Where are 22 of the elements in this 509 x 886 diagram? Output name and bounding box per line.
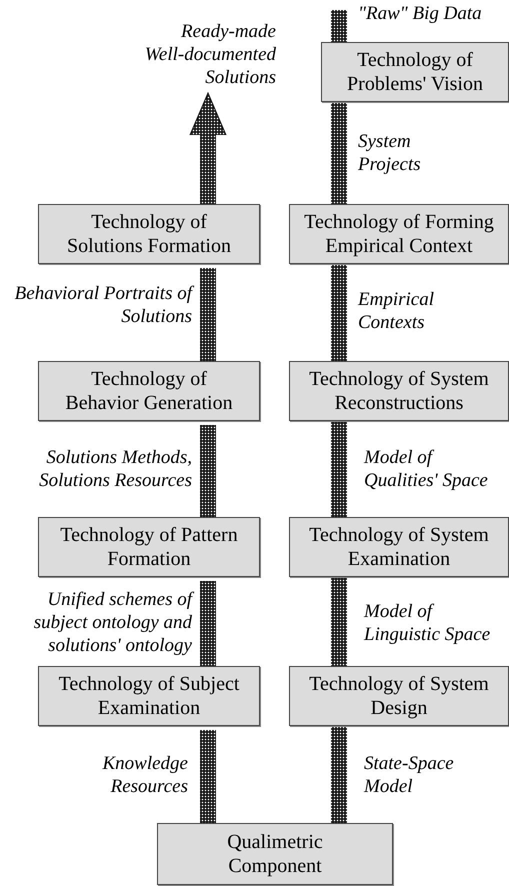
edge-label: Unified schemes of subject ontology and solutions' ontology [4, 588, 192, 657]
process-box: Technology of Problems' Vision [321, 42, 509, 102]
edge-label: Model of Qualities' Space [364, 446, 489, 492]
process-box: Technology of System Design [289, 666, 509, 726]
process-box: Technology of Subject Examination [38, 666, 260, 726]
process-box: Qualimetric Component [157, 823, 393, 885]
thick-dotted-arrow [190, 92, 226, 204]
edge-label: Solutions Methods, Solutions Resources [38, 446, 192, 492]
process-box: Technology of System Examination [289, 517, 509, 577]
edge-label: Behavioral Portraits of Solutions [8, 282, 192, 328]
process-box: Technology of Forming Empirical Context [289, 204, 509, 264]
process-box: Technology of Solutions Formation [38, 204, 260, 264]
edge-label: Empirical Contexts [358, 288, 435, 334]
edge-label: State-Space Model [364, 752, 455, 798]
process-box: Technology of System Reconstructions [289, 361, 509, 421]
edge-label: System Projects [358, 130, 422, 176]
edge-label: Knowledge Resources [101, 752, 188, 798]
process-box: Technology of Behavior Generation [38, 361, 260, 421]
output-label: Ready-made Well-documented Solutions [144, 20, 276, 88]
edge-label: Model of Linguistic Space [364, 600, 492, 646]
edge-label: "Raw" Big Data [358, 2, 483, 25]
process-box: Technology of Pattern Formation [38, 517, 260, 577]
